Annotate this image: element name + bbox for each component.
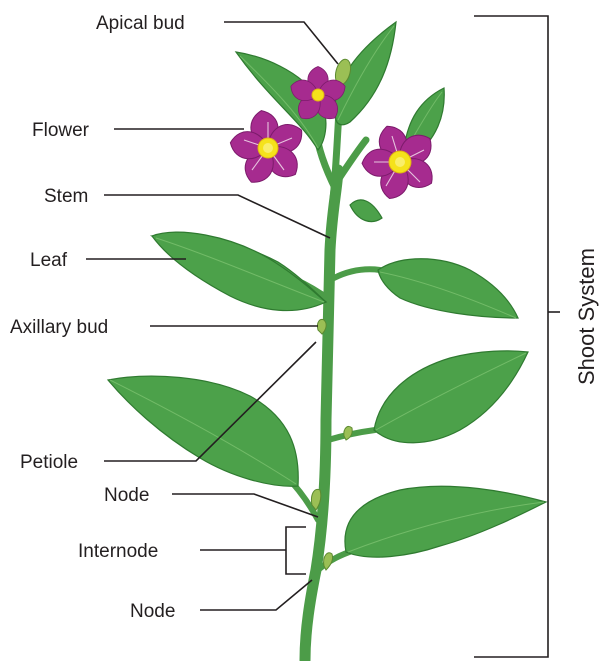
leaf-right-middle — [374, 351, 528, 443]
node-bud-lower — [324, 553, 333, 570]
leader-node-upper — [172, 494, 318, 517]
leaf-right-upper — [378, 259, 518, 318]
leaf-left-lower — [108, 376, 298, 486]
label-leaf: Leaf — [30, 250, 68, 271]
label-stem: Stem — [44, 186, 88, 207]
label-node-lower: Node — [130, 601, 175, 622]
label-apical-bud: Apical bud — [96, 13, 185, 34]
node-bud-mid — [344, 426, 352, 440]
leader-stem — [104, 195, 330, 238]
label-petiole: Petiole — [20, 452, 78, 473]
leader-node-lower — [200, 580, 312, 610]
leaf-upper-right-small — [350, 200, 382, 222]
label-node-upper: Node — [104, 485, 149, 506]
leaf-right-lower — [345, 486, 546, 557]
label-shoot-system: Shoot System — [574, 248, 599, 385]
internode-bracket — [286, 527, 306, 574]
label-axillary-bud: Axillary bud — [10, 317, 108, 338]
leaf-left-upper-body — [152, 232, 326, 310]
label-flower: Flower — [32, 120, 90, 141]
shoot-system-bracket — [474, 16, 548, 657]
label-internode: Internode — [78, 541, 158, 562]
